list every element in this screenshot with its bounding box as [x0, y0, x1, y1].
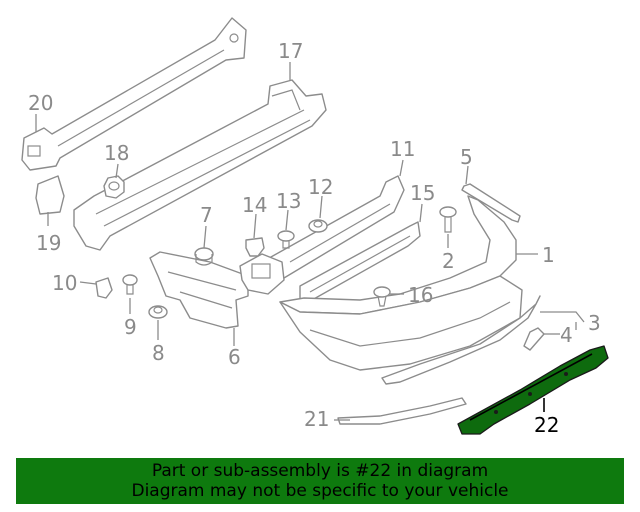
- leader-lines: [35, 62, 585, 421]
- part-6-mount-bracket: [149, 251, 249, 329]
- label-11: 11: [390, 137, 415, 161]
- label-20: 20: [28, 91, 53, 115]
- part-14-clip: [245, 237, 265, 257]
- label-14: 14: [242, 193, 267, 217]
- part-labels: 20 17 18 19 11 5 15 12 13 14 7 10 9 8 6 …: [28, 39, 601, 437]
- part-3-diffuser: [381, 295, 541, 385]
- label-21: 21: [304, 407, 329, 431]
- label-6: 6: [228, 345, 241, 369]
- label-12: 12: [308, 175, 333, 199]
- label-3: 3: [588, 311, 601, 335]
- notice-line-1: Part or sub-assembly is #22 in diagram: [151, 461, 489, 481]
- label-22: 22: [534, 413, 559, 437]
- label-1: 1: [542, 243, 555, 267]
- part-22-diffuser-highlighted: [457, 345, 609, 435]
- part-18-nut: [103, 175, 125, 199]
- part-21-trim-strip: [337, 397, 467, 425]
- label-5: 5: [460, 145, 473, 169]
- part-8-nut: [148, 305, 168, 319]
- notice-line-2: Diagram may not be specific to your vehi…: [131, 481, 509, 501]
- label-13: 13: [276, 189, 301, 213]
- part-9-screw: [122, 274, 138, 295]
- label-10: 10: [52, 271, 77, 295]
- part-4-trim: [523, 327, 545, 351]
- notice-banner: Part or sub-assembly is #22 in diagram D…: [16, 458, 624, 504]
- label-9: 9: [124, 315, 137, 339]
- part-13-screw: [277, 230, 295, 249]
- label-4: 4: [560, 323, 573, 347]
- parts-diagram: 20 17 18 19 11 5 15 12 13 14 7 10 9 8 6 …: [21, 17, 609, 437]
- part-17-carrier-beam: [73, 79, 327, 251]
- part-7-clip: [194, 247, 214, 266]
- label-19: 19: [36, 231, 61, 255]
- label-17: 17: [278, 39, 303, 63]
- label-18: 18: [104, 141, 129, 165]
- part-19-plate: [35, 175, 65, 215]
- part-5-trim-strip: [461, 183, 521, 223]
- label-2: 2: [442, 249, 455, 273]
- part-10-clip: [95, 277, 113, 299]
- part-2-screw: [439, 206, 457, 233]
- part-16-clip: [373, 286, 391, 307]
- label-15: 15: [410, 181, 435, 205]
- part-12-nut: [308, 219, 328, 233]
- label-8: 8: [152, 341, 165, 365]
- label-16: 16: [408, 283, 433, 307]
- part-20-bracket: [21, 17, 247, 171]
- part-14-mount: [239, 253, 285, 295]
- label-7: 7: [200, 203, 213, 227]
